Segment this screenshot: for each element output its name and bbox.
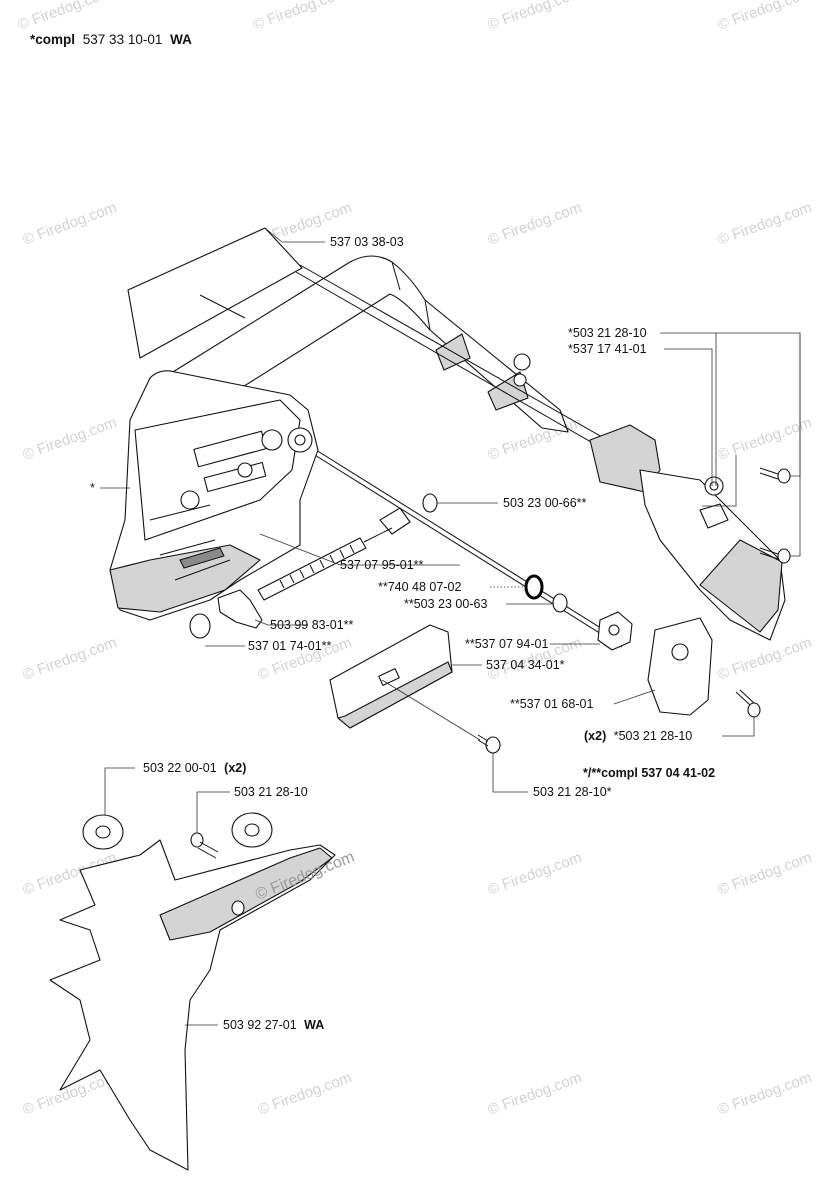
watermark: © Firedog.com [21, 634, 119, 684]
part-label: 503 99 83-01** [270, 618, 354, 632]
header-suffix: WA [170, 32, 192, 47]
part-label: 503 23 00-66** [503, 496, 587, 510]
hand-guard [159, 255, 569, 433]
bumper-spike [49, 839, 336, 1171]
screw-icon [190, 832, 219, 859]
part-label: 537 03 38-03 [330, 235, 404, 249]
rubber-buffer [82, 814, 124, 850]
washer [422, 493, 438, 513]
part-label: **537 01 68-01 [510, 697, 593, 711]
part-number: 503 92 27-01 [223, 1018, 297, 1032]
callout-labels: 537 03 38-03 *503 21 28-10 *537 17 41-01… [90, 235, 715, 1032]
part-label: 537 01 74-01** [248, 639, 332, 653]
quantity-label: (x2) [584, 729, 606, 743]
part-number: 503 22 00-01 [143, 761, 217, 775]
rubber-buffer [231, 812, 273, 848]
part-label: *537 17 41-01 [568, 342, 647, 356]
watermark: © Firedog.com [21, 199, 119, 249]
watermark: © Firedog.com [486, 1069, 584, 1119]
brake-bracket [647, 617, 713, 716]
part-number: *503 21 28-10 [614, 729, 693, 743]
watermark: © Firedog.com [716, 199, 814, 249]
screw-icon [477, 734, 501, 754]
watermark: © Firedog.com [486, 0, 584, 34]
chain-brake-assembly-drawing [49, 227, 791, 1171]
watermark: © Firedog.com [716, 849, 814, 899]
watermark: © Firedog.com [486, 199, 584, 249]
part-label: * [90, 481, 95, 495]
header-number: 537 33 10-01 [83, 32, 163, 47]
watermark: © Firedog.com [251, 0, 349, 34]
part-label: 503 22 00-01 (x2) [143, 761, 246, 775]
watermark: © Firedog.com [716, 634, 814, 684]
o-ring [524, 574, 544, 600]
part-label: 537 07 95-01** [340, 558, 424, 572]
part-label: 537 04 34-01* [486, 658, 565, 672]
decal [127, 227, 303, 359]
watermark: © Firedog.com [716, 1069, 814, 1119]
screw-icon [735, 689, 761, 718]
variant-label: WA [304, 1018, 324, 1032]
quantity-label: (x2) [224, 761, 246, 775]
washer [552, 593, 568, 613]
screw-icon [759, 467, 791, 484]
part-label: (x2) *503 21 28-10 [584, 729, 692, 743]
header-prefix: *compl [30, 32, 75, 47]
part-label: *503 21 28-10 [568, 326, 647, 340]
part-label: 503 21 28-10* [533, 785, 612, 799]
screw-icon [759, 547, 791, 564]
watermark: © Firedog.com [21, 414, 119, 464]
part-label: 503 21 28-10 [234, 785, 308, 799]
part-label: 503 92 27-01 WA [223, 1018, 324, 1032]
part-label: **740 48 07-02 [378, 580, 461, 594]
watermark: © Firedog.com [16, 0, 114, 34]
part-label: */**compl 537 04 41-02 [583, 766, 715, 780]
adjuster-nut [217, 589, 263, 629]
assembly-header: *compl 537 33 10-01 WA [30, 32, 192, 47]
part-label: **503 23 00-63 [404, 597, 487, 611]
leader-lines [100, 227, 801, 1026]
watermark: © Firedog.com [716, 0, 814, 34]
watermark: © Firedog.com [486, 849, 584, 899]
cover-bottom-lip [109, 544, 261, 613]
watermark: © Firedog.com [716, 414, 814, 464]
watermark: © Firedog.com [256, 1069, 354, 1119]
part-label: **537 07 94-01 [465, 637, 548, 651]
